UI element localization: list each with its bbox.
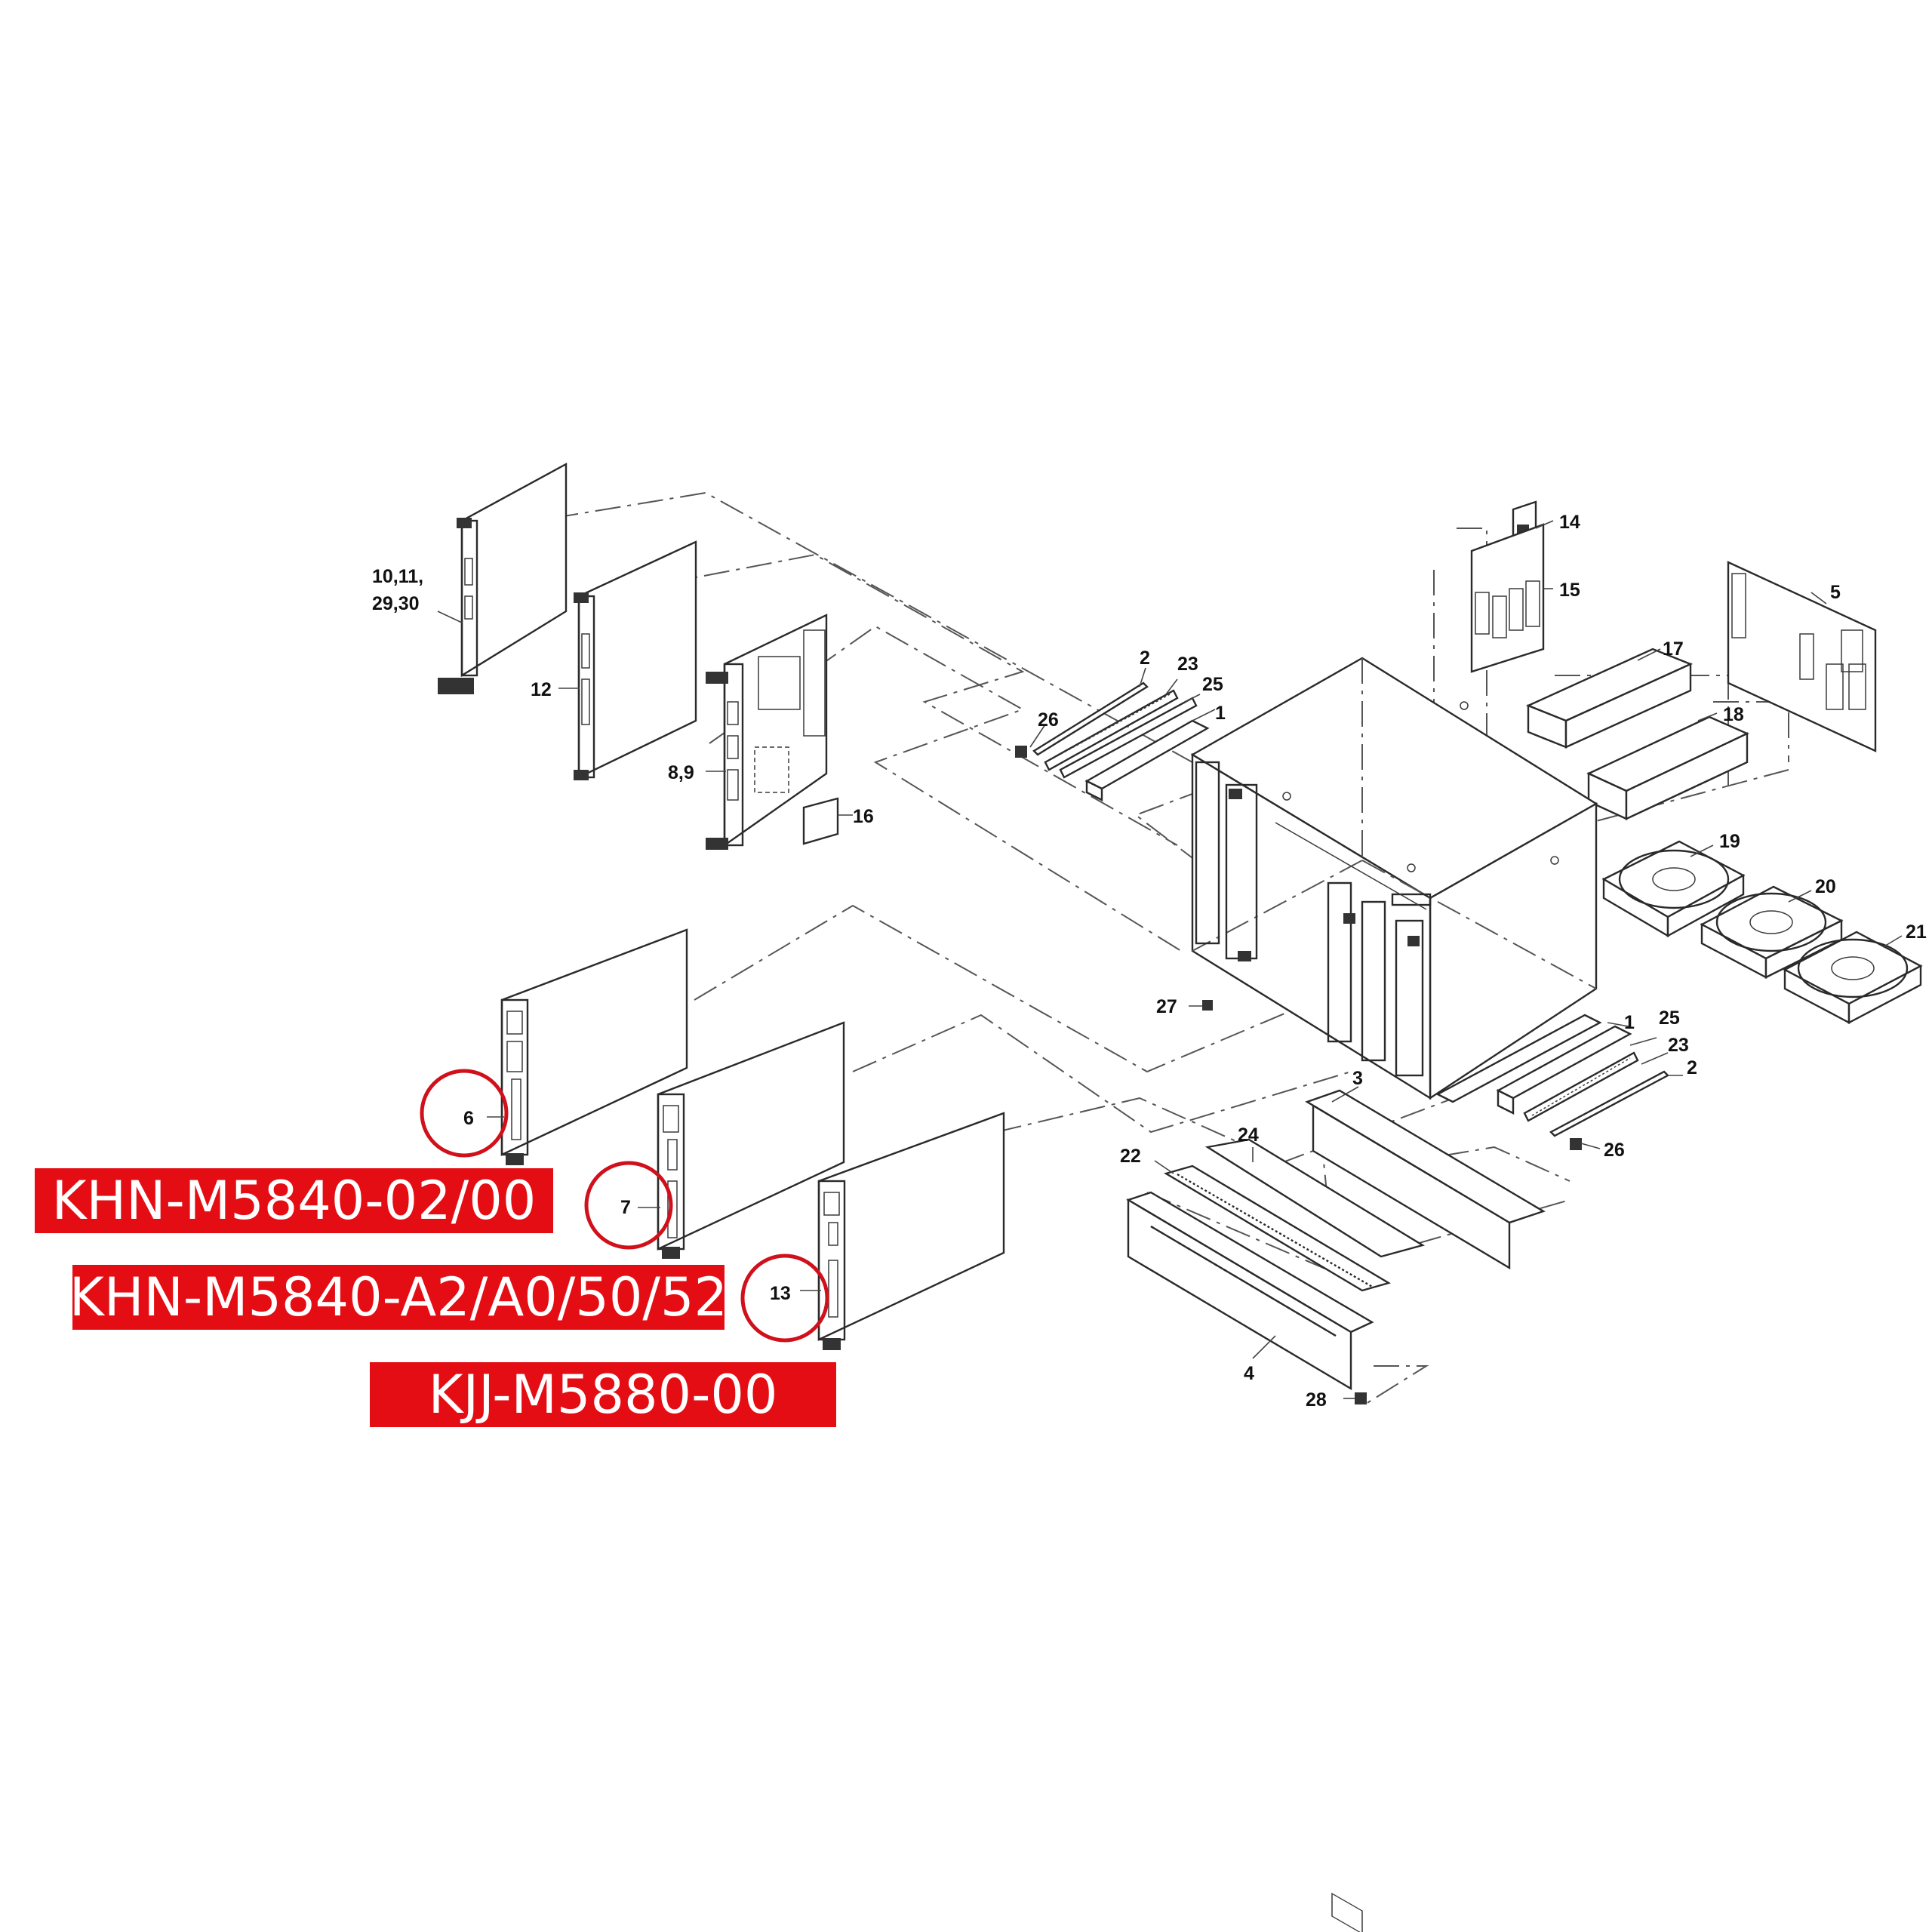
callout-27: 27 [1156,996,1177,1017]
callout-1-top: 1 [1215,703,1226,724]
board-15 [1470,523,1545,673]
callout-25-top: 25 [1202,674,1223,695]
callout-2-top: 2 [1140,648,1150,669]
callout-29-30: 29,30 [372,593,420,614]
power-unit-17 [1525,648,1694,749]
callout-1-bottom: 1 [1624,1012,1635,1033]
callout-8-9: 8,9 [668,762,694,783]
part-16 [802,797,839,845]
filter-24 [1204,1138,1426,1258]
top-rail-assembly [1015,681,1210,801]
part-number-label-6: KHN-M5840-02/00 [35,1168,553,1233]
callout-28: 28 [1306,1389,1327,1411]
callout-5: 5 [1830,582,1841,603]
callout-14: 14 [1559,512,1580,533]
highlight-circles [420,1069,829,1343]
power-unit-18 [1586,715,1749,820]
callout-12: 12 [531,679,552,700]
screw-28 [1355,1392,1367,1404]
callout-21: 21 [1906,921,1927,943]
bottom-rail-assembly [1435,1014,1669,1150]
callout-25-bottom: 25 [1659,1008,1680,1029]
callout-13: 13 [770,1283,791,1304]
part-number-label-7: KHN-M5840-A2/A0/50/52 [69,1265,728,1330]
board-7 [657,1021,845,1259]
board-13 [817,1112,1005,1350]
callout-23-bottom: 23 [1668,1035,1689,1056]
part-number-label-13: KJJ-M5880-00 [370,1362,836,1427]
callout-2-bottom: 2 [1687,1057,1697,1078]
callout-17: 17 [1663,638,1684,660]
callout-3: 3 [1352,1068,1363,1089]
callout-16: 16 [853,806,874,827]
callout-20: 20 [1815,876,1836,897]
callout-10-11: 10,11, [372,566,423,587]
callout-23-top: 23 [1177,654,1198,675]
fan-20 [1700,885,1844,979]
callout-15: 15 [1559,580,1580,601]
fan-19 [1601,840,1746,938]
leader-lines [437,520,1903,1399]
bracket-3 [1305,1089,1546,1932]
board-8-9 [706,614,828,850]
board-10-11-29-30 [438,462,568,694]
callout-7: 7 [620,1197,631,1218]
board-12 [574,540,697,780]
callout-numbers: 10,11, 29,30 12 8,9 16 14 15 5 17 18 2 2… [372,512,1927,1411]
highlight-circle-7 [584,1161,673,1250]
fan-21 [1783,931,1923,1024]
highlight-circle-13 [740,1254,829,1343]
highlight-circle-6 [420,1069,509,1158]
callout-6: 6 [463,1108,474,1129]
board-5 [1727,561,1877,752]
grille-22 [1164,1164,1391,1292]
main-chassis [1190,657,1598,1100]
board-6 [500,928,688,1165]
screw-27 [1202,1000,1213,1011]
callout-26-bottom: 26 [1604,1140,1625,1161]
callout-22: 22 [1120,1146,1141,1167]
callout-18: 18 [1723,704,1744,725]
front-cover-4 [1126,1191,1374,1391]
callout-4: 4 [1244,1363,1254,1384]
callout-26-top: 26 [1038,709,1059,731]
callout-19: 19 [1719,831,1740,852]
callout-24: 24 [1238,1124,1259,1146]
